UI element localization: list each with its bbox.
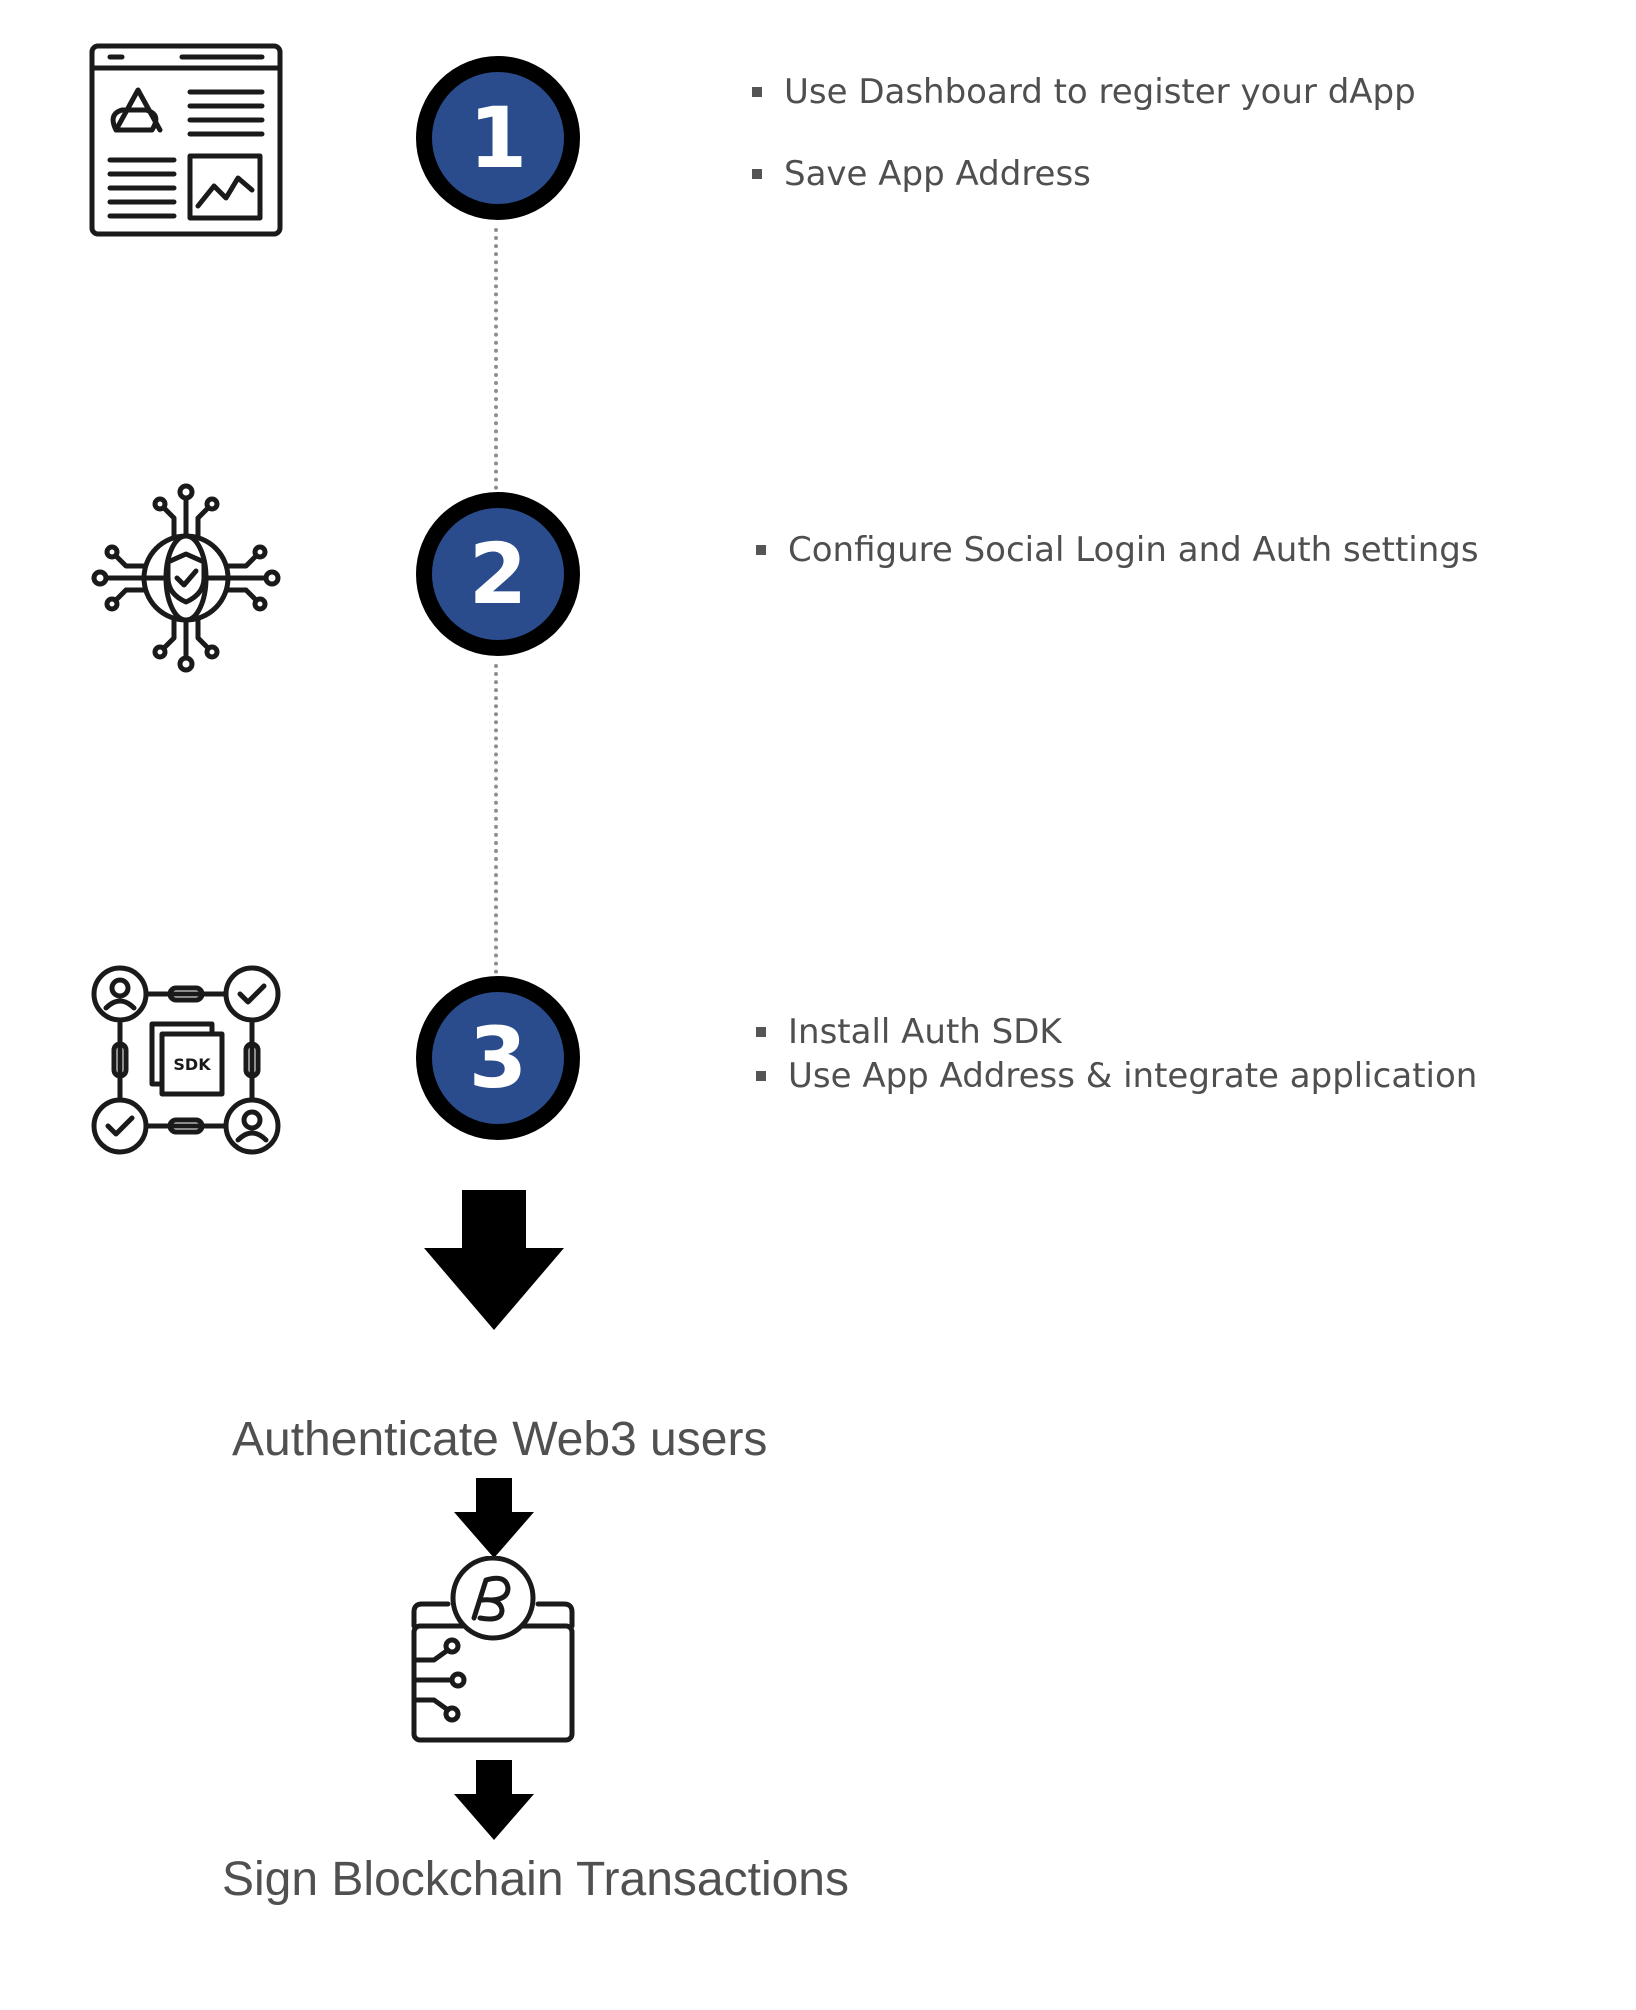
- bullet-item: Install Auth SDK: [756, 1012, 1477, 1052]
- step-number-circle: 3: [416, 976, 580, 1140]
- wallet-icon: [408, 1556, 578, 1746]
- small-down-arrow: [454, 1760, 534, 1840]
- step-3-bullet-list: Install Auth SDK Use App Address & integ…: [756, 1012, 1477, 1096]
- step-2-bullet-list: Configure Social Login and Auth settings: [756, 530, 1479, 570]
- step-1-bullet-list: Use Dashboard to register your dApp Save…: [752, 72, 1416, 194]
- dotted-connector: [494, 664, 498, 974]
- authenticate-label: Authenticate Web3 users: [232, 1413, 768, 1466]
- large-down-arrow: [424, 1190, 564, 1330]
- step-number-circle: 1: [416, 56, 580, 220]
- step-number: 2: [468, 525, 528, 623]
- step-number-circle: 2: [416, 492, 580, 656]
- security-network-icon: [86, 478, 286, 678]
- bullet-item: Use App Address & integrate application: [756, 1056, 1477, 1096]
- sign-transactions-label: Sign Blockchain Transactions: [222, 1853, 849, 1906]
- svg-text:SDK: SDK: [173, 1055, 211, 1074]
- dotted-connector: [494, 228, 498, 490]
- bullet-item: Save App Address: [752, 154, 1416, 194]
- step-number: 3: [468, 1009, 528, 1107]
- sdk-network-icon: SDK: [86, 960, 286, 1160]
- dashboard-icon: [86, 40, 286, 240]
- small-down-arrow: [454, 1478, 534, 1558]
- bullet-item: Configure Social Login and Auth settings: [756, 530, 1479, 570]
- step-number: 1: [468, 89, 528, 187]
- bullet-item: Use Dashboard to register your dApp: [752, 72, 1416, 112]
